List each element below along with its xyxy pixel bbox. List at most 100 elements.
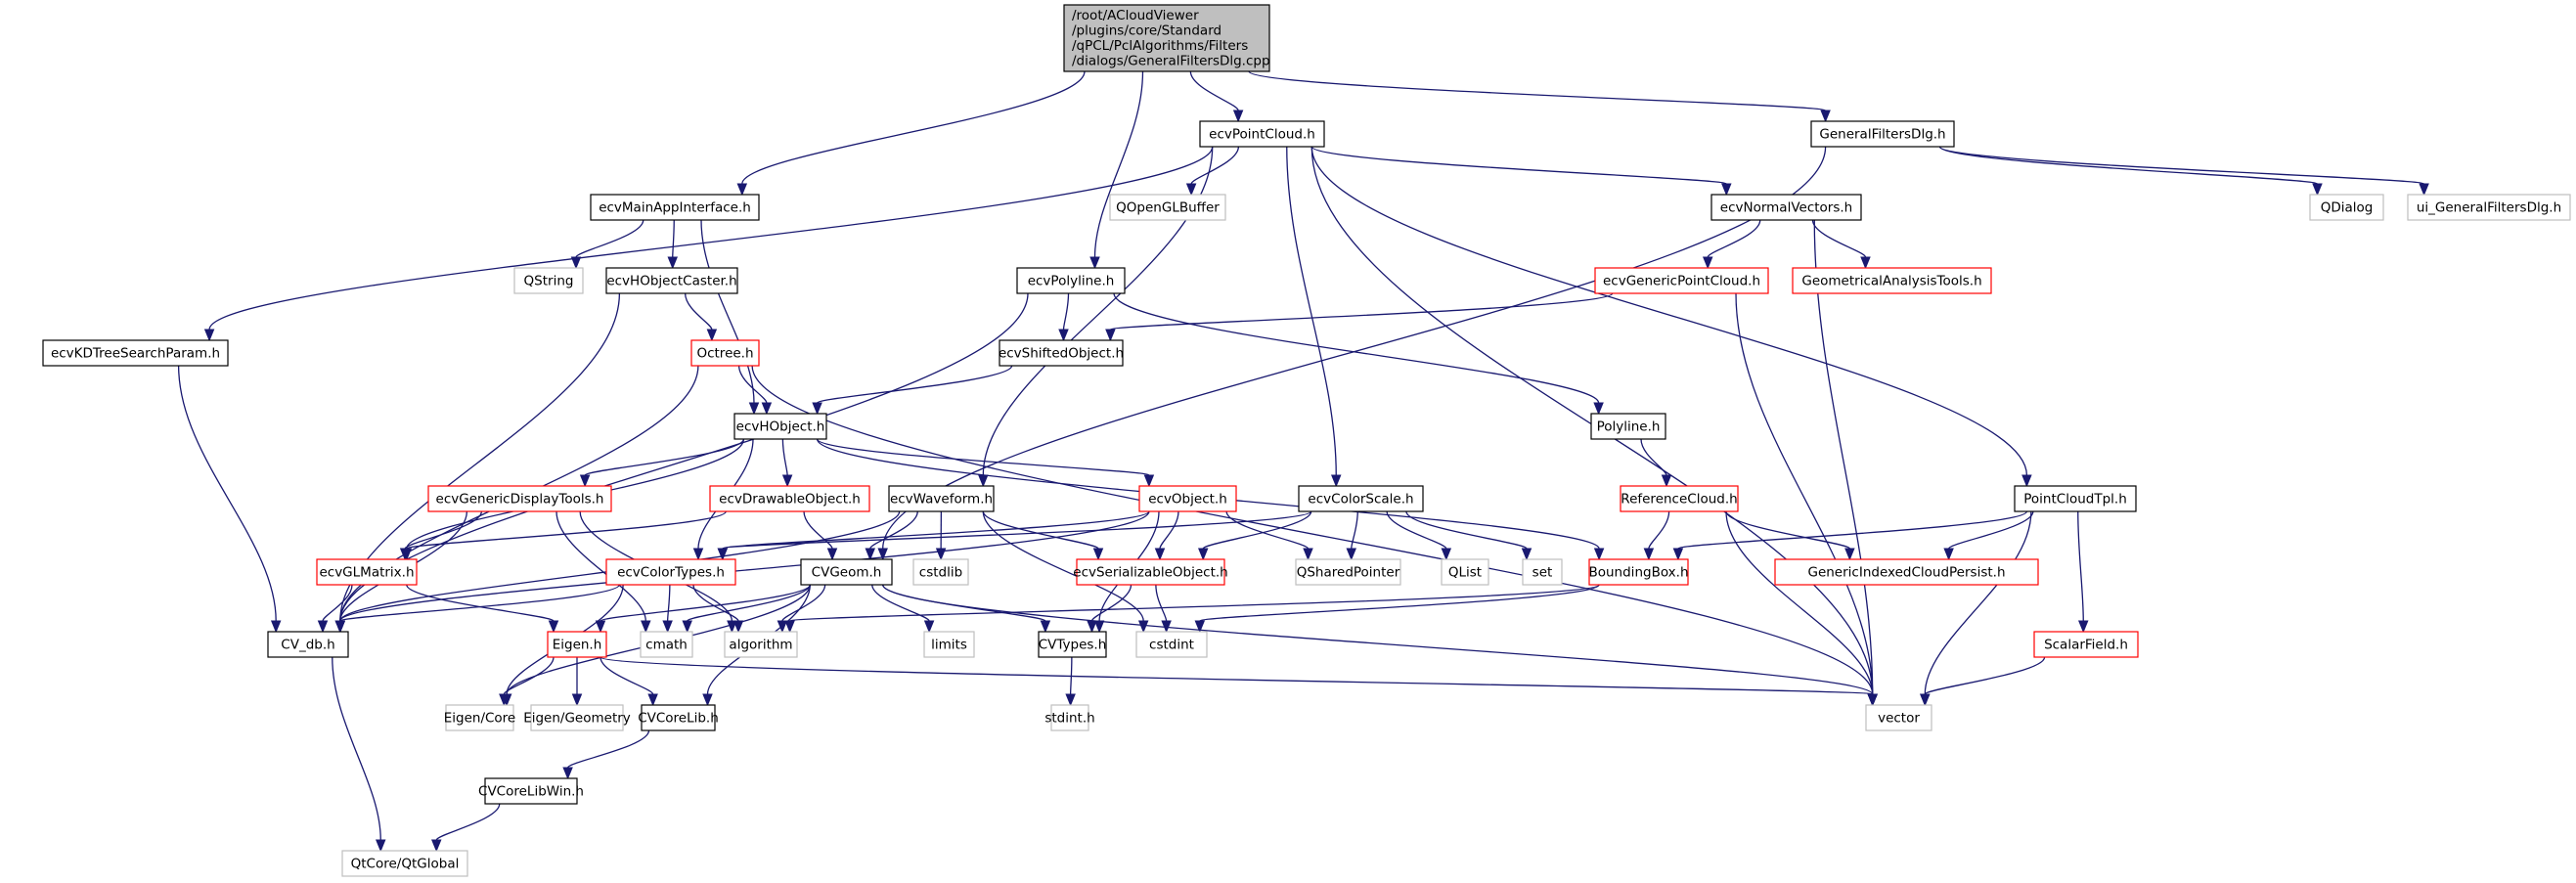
edge-eigen-to-cvcore-lib xyxy=(600,656,658,707)
node-ecv-generic-point-cloud[interactable]: ecvGenericPointCloud.h xyxy=(1594,267,1769,294)
arrowhead-icon xyxy=(935,548,947,561)
node-ecv-color-types[interactable]: ecvColorTypes.h xyxy=(605,558,736,586)
arrowhead-icon xyxy=(431,839,442,853)
edge-line xyxy=(1189,70,1239,111)
node-ui-general-filters-dlg: ui_GeneralFiltersDlg.h xyxy=(2407,194,2571,221)
node-ecv-glmatrix[interactable]: ecvGLMatrix.h xyxy=(316,558,418,586)
edge-line xyxy=(1947,510,2034,550)
edge-ecv-color-scale-to-set xyxy=(1405,510,1532,561)
node-cvcore-lib[interactable]: CVCoreLib.h xyxy=(638,704,719,731)
node-label: QList xyxy=(1448,564,1482,580)
edge-root-to-ecv-main-app-interface xyxy=(736,70,1086,197)
arrowhead-icon xyxy=(641,620,651,634)
edge-ecv-point-cloud-to-ecv-normal-vectors xyxy=(1310,146,1732,197)
arrowhead-icon xyxy=(2021,474,2032,488)
arrowhead-icon xyxy=(826,548,838,561)
node-label: Eigen/Core xyxy=(444,710,516,726)
edges-layer xyxy=(177,70,2429,853)
edge-ecv-point-cloud-to-ecv-kdtree-search-param xyxy=(203,146,1214,342)
arrowhead-icon xyxy=(736,183,748,197)
node-box xyxy=(2033,631,2139,658)
node-label: set xyxy=(1532,564,1553,580)
arrowhead-icon xyxy=(682,620,692,634)
node-box xyxy=(1038,631,1107,658)
node-root[interactable]: /root/ACloudViewer/plugins/core/Standard… xyxy=(1063,4,1270,72)
arrowhead-icon xyxy=(784,620,795,634)
edge-ecv-color-scale-to-qlist xyxy=(1386,510,1452,561)
node-ecv-normal-vectors[interactable]: ecvNormalVectors.h xyxy=(1710,194,1862,221)
edge-ecv-object-to-ecv-serializable-object xyxy=(1154,510,1179,561)
node-ecv-hobject[interactable]: ecvHObject.h xyxy=(733,413,827,440)
node-qt-global: QtCore/QtGlobal xyxy=(341,850,468,877)
arrowhead-icon xyxy=(1860,256,1871,270)
node-cvtypes[interactable]: CVTypes.h xyxy=(1038,631,1107,658)
node-limits: limits xyxy=(923,631,975,658)
edge-ecv-color-scale-to-qshared-pointer xyxy=(1346,510,1358,561)
node-box xyxy=(605,558,736,586)
edge-ecv-point-cloud-to-point-cloud-tpl xyxy=(1310,146,2032,488)
edge-ecv-point-cloud-to-ecv-color-scale xyxy=(1286,146,1342,488)
node-polyline[interactable]: Polyline.h xyxy=(1590,413,1666,440)
arrowhead-icon xyxy=(1303,548,1313,561)
node-ecv-hobject-caster[interactable]: ecvHObjectCaster.h xyxy=(605,267,738,294)
arrowhead-icon xyxy=(1643,548,1655,561)
edge-root-to-general-filters-dlg-h xyxy=(1248,70,1831,123)
edge-line xyxy=(406,510,727,550)
node-ecv-serializable-object[interactable]: ecvSerializableObject.h xyxy=(1073,558,1228,586)
arrowhead-icon xyxy=(571,693,583,707)
node-ecv-waveform[interactable]: ecvWaveform.h xyxy=(888,485,995,512)
node-eigen[interactable]: Eigen.h xyxy=(547,631,607,658)
node-cmath: cmath xyxy=(640,631,693,658)
node-ecv-polyline[interactable]: ecvPolyline.h xyxy=(1016,267,1126,294)
node-ecv-shifted-object[interactable]: ecvShiftedObject.h xyxy=(999,339,1124,367)
node-label: PointCloudTpl.h xyxy=(2023,491,2127,507)
edge-line xyxy=(1113,292,1600,404)
edge-reference-cloud-to-generic-indexed-cloud-persist xyxy=(1725,510,1855,561)
arrowhead-icon xyxy=(401,548,413,561)
edge-line xyxy=(687,584,811,622)
edge-ecv-kdtree-search-param-to-cv-db xyxy=(177,365,282,634)
node-set: set xyxy=(1522,558,1563,586)
node-geometrical-analysis-tools[interactable]: GeometricalAnalysisTools.h xyxy=(1792,267,1992,294)
edge-line xyxy=(339,584,620,622)
edge-ecv-main-app-interface-to-ecv-hobject-caster xyxy=(667,219,678,270)
node-box xyxy=(1865,704,1932,731)
node-ecv-kdtree-search-param[interactable]: ecvKDTreeSearchParam.h xyxy=(42,339,229,367)
node-ecv-color-scale[interactable]: ecvColorScale.h xyxy=(1298,485,1424,512)
edge-root-to-ecv-polyline xyxy=(1089,70,1144,270)
node-ecv-point-cloud[interactable]: ecvPointCloud.h xyxy=(1199,120,1325,148)
node-cvcore-lib-win[interactable]: CVCoreLibWin.h xyxy=(478,777,584,805)
edge-reference-cloud-to-bounding-box xyxy=(1643,510,1670,561)
node-ecv-object[interactable]: ecvObject.h xyxy=(1138,485,1237,512)
edge-ecv-waveform-to-cvgeom xyxy=(865,510,918,561)
node-octree[interactable]: Octree.h xyxy=(690,339,760,367)
arrowhead-icon xyxy=(717,548,729,561)
arrowhead-icon xyxy=(1040,620,1051,634)
edge-line xyxy=(208,146,1214,331)
node-cvgeom[interactable]: CVGeom.h xyxy=(800,558,893,586)
edge-cvgeom-to-vector xyxy=(882,584,1878,707)
edge-line xyxy=(1062,292,1070,331)
node-ecv-generic-display-tools[interactable]: ecvGenericDisplayTools.h xyxy=(427,485,612,512)
node-label: ecvPointCloud.h xyxy=(1209,126,1315,142)
node-point-cloud-tpl[interactable]: PointCloudTpl.h xyxy=(2014,485,2137,512)
edge-line xyxy=(1202,510,1312,550)
edge-line xyxy=(672,219,675,258)
node-ecv-drawable-object[interactable]: ecvDrawableObject.h xyxy=(709,485,870,512)
node-box xyxy=(1590,413,1666,440)
node-label: CVTypes.h xyxy=(1039,637,1107,652)
edge-line xyxy=(741,70,1086,185)
node-scalar-field[interactable]: ScalarField.h xyxy=(2033,631,2139,658)
node-box xyxy=(530,704,624,731)
edge-line xyxy=(1351,510,1358,550)
node-generic-indexed-cloud-persist[interactable]: GenericIndexedCloudPersist.h xyxy=(1774,558,2039,586)
node-label: ecvMainAppInterface.h xyxy=(599,199,751,215)
node-box xyxy=(1792,267,1992,294)
node-reference-cloud[interactable]: ReferenceCloud.h xyxy=(1620,485,1739,512)
arrowhead-icon xyxy=(1721,183,1732,197)
arrowhead-icon xyxy=(978,474,989,488)
node-bounding-box[interactable]: BoundingBox.h xyxy=(1588,558,1689,586)
node-cv-db[interactable]: CV_db.h xyxy=(267,631,349,658)
node-ecv-main-app-interface[interactable]: ecvMainAppInterface.h xyxy=(590,194,760,221)
node-general-filters-dlg-h[interactable]: GeneralFiltersDlg.h xyxy=(1810,120,1955,148)
